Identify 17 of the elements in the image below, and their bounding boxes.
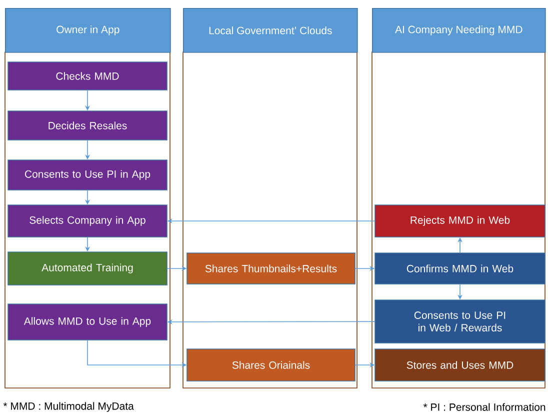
process-box: Confirms MMD in Web xyxy=(374,252,546,284)
process-box: Automated Training xyxy=(8,252,168,286)
node-label: Owner in App xyxy=(56,26,120,36)
node-label: Local Government’ Clouds xyxy=(209,26,332,34)
process-box: Stores and Uses MMD xyxy=(374,348,546,382)
footnote: * PI : Personal Information xyxy=(423,403,546,411)
process-box: Consents to Use PI in App xyxy=(8,160,168,190)
process-box: Rejects MMD in Web xyxy=(374,204,546,238)
process-box: Decides Resales xyxy=(8,110,168,140)
process-box: Shares Oriainals xyxy=(186,348,356,382)
node-label: AI Company Needing MMD xyxy=(395,26,522,36)
process-box: Checks MMD xyxy=(8,62,168,90)
process-box: Shares Thumbnails+Results xyxy=(186,252,356,284)
footnote: * MMD : Multimodal MyData xyxy=(3,402,134,412)
process-box: Consents to Use PI in Web / Rewards xyxy=(374,300,546,344)
process-box: Allows MMD to Use in App xyxy=(8,304,168,340)
process-box: Selects Company in App xyxy=(8,204,168,238)
